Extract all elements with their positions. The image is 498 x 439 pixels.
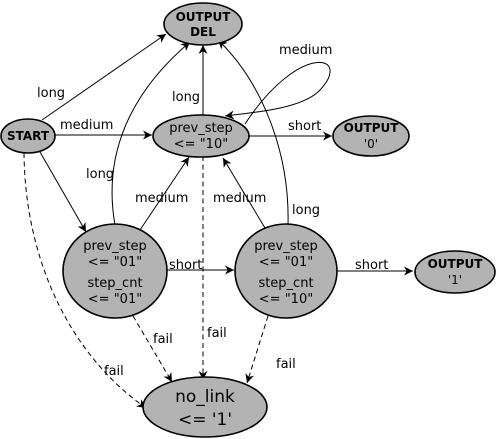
node-state-01-10-line-3: step_cnt [258, 276, 313, 291]
node-state-01-01-line-4: <= "01" [88, 292, 142, 307]
node-output-1-line-2: '1' [448, 273, 462, 287]
node-start-line-1: START [7, 129, 50, 143]
edge-state-01-01-to-no-link [132, 315, 173, 383]
edge-prev-step-10-self-loop [224, 61, 331, 125]
label-state-01-10-to-output-del: long [292, 203, 320, 218]
node-prev-step-10-line-2: <= "10" [174, 137, 228, 152]
edge-start-to-state-01-01 [39, 151, 87, 233]
label-prev-step-10-to-output-0: short [288, 119, 321, 134]
node-prev-step-10: prev_step <= "10" [152, 114, 250, 158]
node-no-link-line-1: no_link [175, 387, 235, 407]
label-prev-step-10-to-output-del: long [172, 90, 200, 105]
node-state-01-10: prev_step <= "01" step_cnt <= "10" [234, 223, 338, 319]
edge-state-01-10-to-prev-step-10 [222, 157, 266, 229]
node-output-del: OUTPUT DEL [163, 2, 243, 46]
node-state-01-01-line-2: <= "01" [88, 255, 142, 270]
node-prev-step-10-line-1: prev_step [169, 121, 233, 136]
node-state-01-01: prev_step <= "01" step_cnt <= "01" [62, 223, 168, 319]
label-start-to-output-del: long [37, 86, 65, 101]
label-state-01-01-to-state-01-10: short [169, 258, 202, 273]
node-output-0: OUTPUT '0' [332, 115, 410, 157]
label-state-01-01-to-no-link: fail [153, 332, 173, 347]
edge-start-to-output-del [41, 33, 167, 121]
node-output-del-line-1: OUTPUT [176, 10, 232, 24]
edge-state-01-01-to-prev-step-10 [139, 156, 190, 231]
node-output-1-line-1: OUTPUT [428, 257, 484, 271]
node-start: START [0, 118, 56, 154]
node-state-01-01-line-3: step_cnt [87, 276, 142, 291]
node-output-del-line-2: DEL [190, 25, 216, 39]
edge-state-01-10-to-output-del [217, 39, 289, 226]
label-prev-step-10-self-loop: medium [279, 43, 332, 58]
label-start-to-prev-step-10: medium [60, 118, 113, 133]
node-state-01-10-line-1: prev_step [254, 239, 318, 254]
label-state-01-01-to-prev-step-10: medium [135, 191, 188, 206]
node-state-01-01-line-1: prev_step [83, 239, 147, 254]
label-state-01-10-to-output-1: short [355, 258, 388, 273]
label-start-to-no-link: fail [104, 364, 124, 379]
label-prev-step-10-to-no-link: fail [207, 326, 227, 341]
node-output-0-line-2: '0' [364, 137, 378, 151]
label-state-01-10-to-prev-step-10: medium [213, 191, 266, 206]
edge-start-to-no-link [23, 152, 147, 409]
node-output-0-line-1: OUTPUT [344, 121, 400, 135]
edge-state-01-01-to-output-del [111, 41, 191, 226]
node-output-1: OUTPUT '1' [414, 250, 496, 294]
node-state-01-10-line-4: <= "10" [259, 292, 313, 307]
node-state-01-10-line-2: <= "01" [259, 255, 313, 270]
node-no-link: no_link <= '1' [142, 376, 268, 438]
label-state-01-10-to-no-link: fail [276, 357, 296, 372]
node-no-link-line-2: <= '1' [178, 410, 232, 430]
label-state-01-01-to-output-del: long [86, 167, 114, 182]
edge-state-01-10-to-no-link [245, 315, 269, 384]
